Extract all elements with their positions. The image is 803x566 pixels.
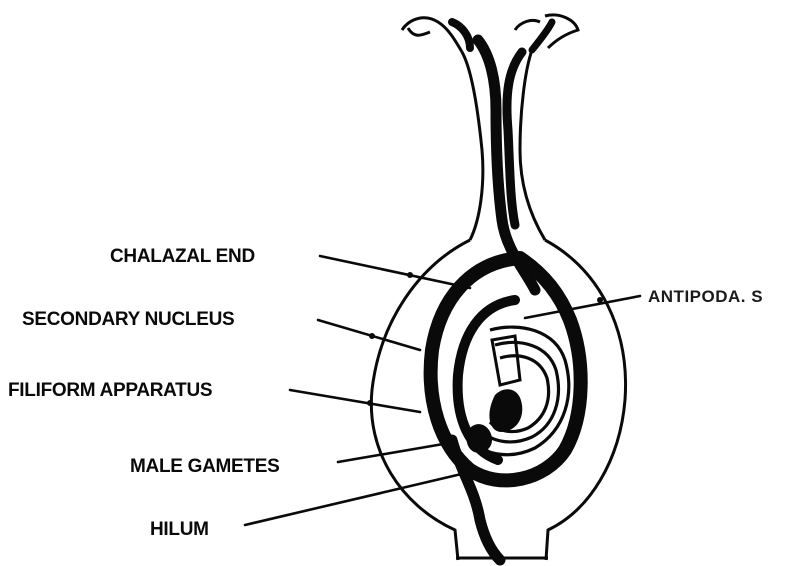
synergid: [467, 424, 493, 453]
label-antipodals: ANTIPODA. S: [648, 287, 763, 306]
stigma: [402, 15, 578, 52]
label-male-gametes: MALE GAMETES: [130, 456, 279, 477]
label-hilum: HILUM: [150, 519, 209, 540]
label-filiform-apparatus: FILIFORM APPARATUS: [8, 380, 212, 401]
embryo-sac: [467, 327, 569, 455]
label-secondary-nucleus: SECONDARY NUCLEUS: [22, 309, 234, 330]
egg-cell: [489, 389, 522, 432]
label-chalazal-end: CHALAZAL END: [110, 246, 255, 267]
